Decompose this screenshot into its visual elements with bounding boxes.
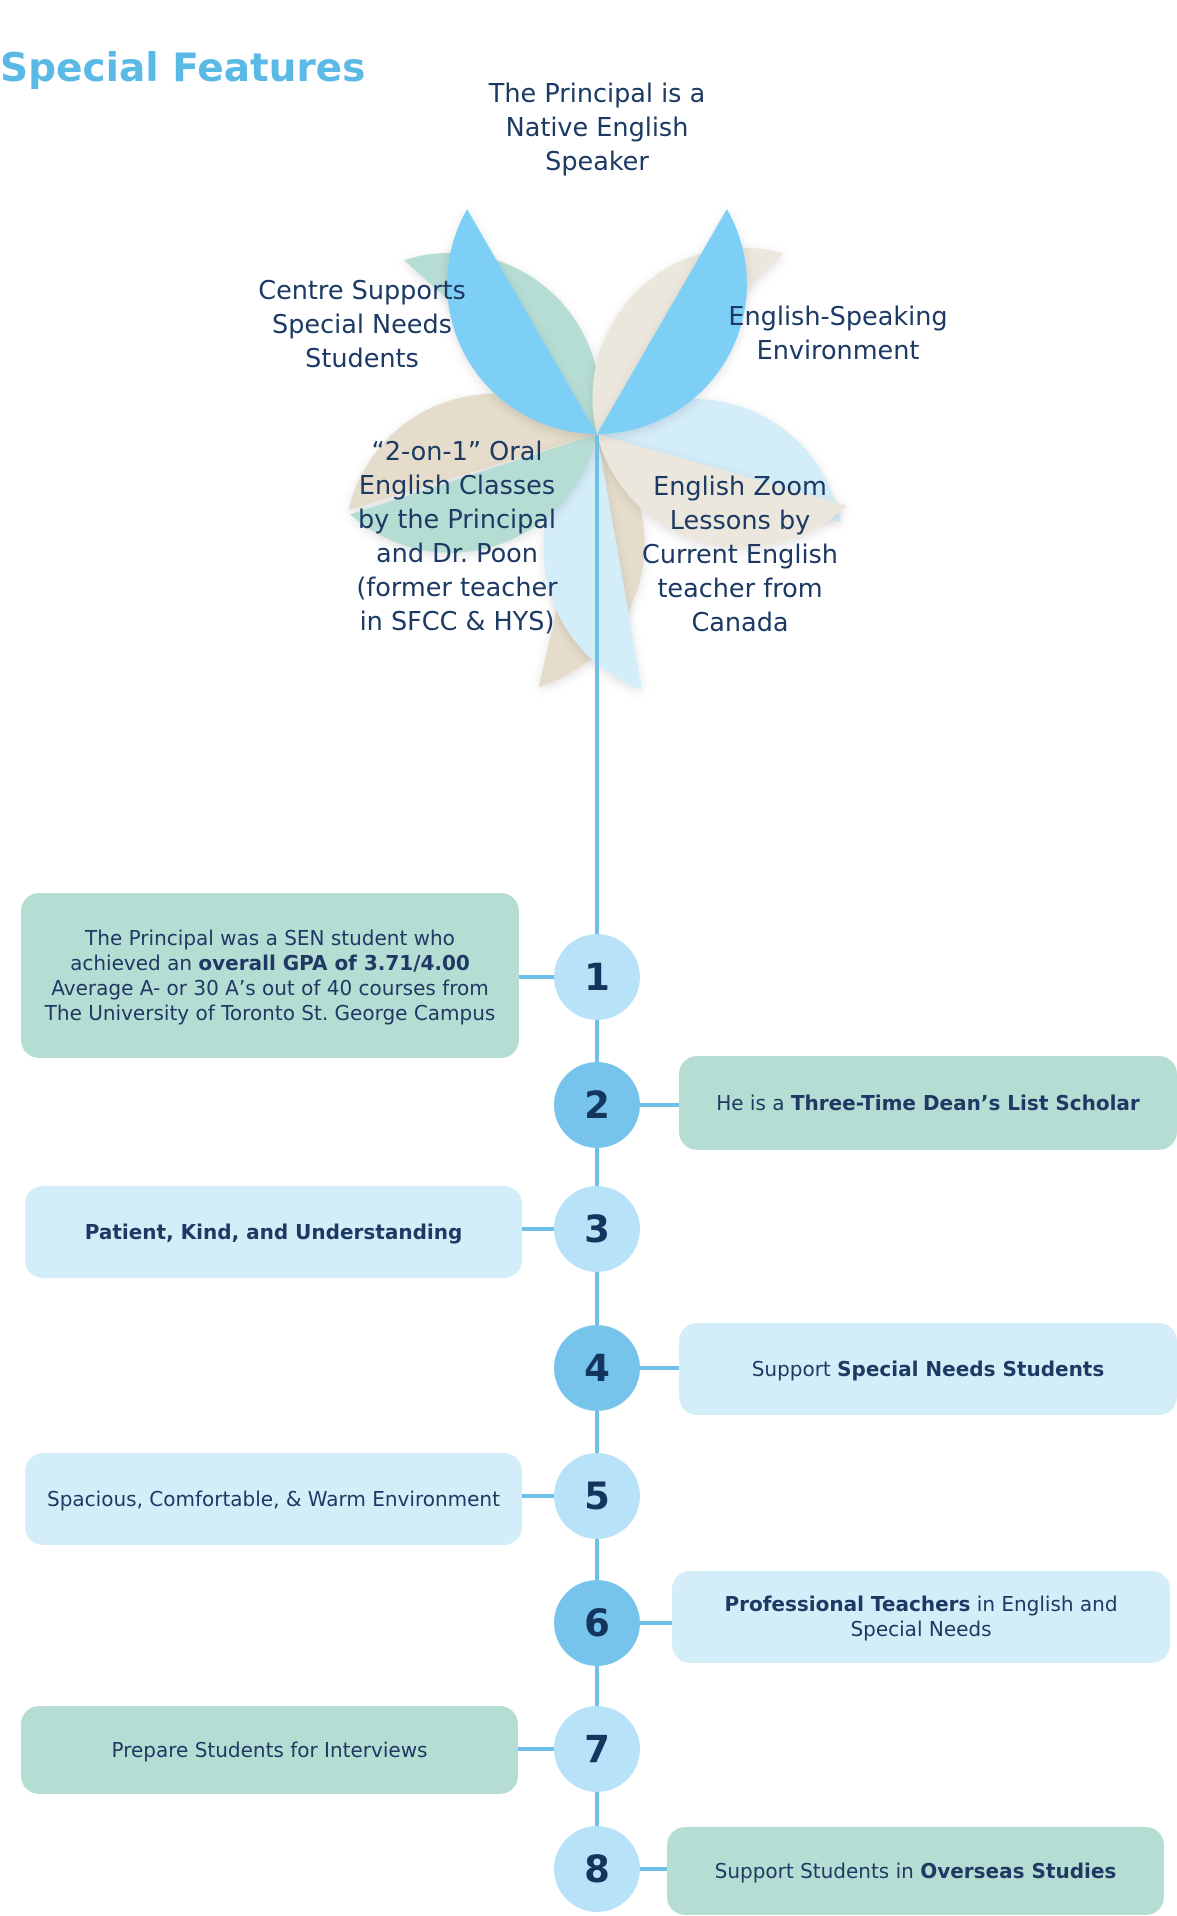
petal-line: Current English (642, 540, 838, 570)
petal-line: and Dr. Poon (376, 539, 538, 569)
card-text: in English and (970, 1592, 1118, 1616)
petal-line: The Principal is a (488, 79, 706, 109)
card-text-bold: Professional Teachers (724, 1592, 971, 1616)
card-line: He is a Three-Time Dean’s List Scholar (716, 1091, 1140, 1116)
petal-line: English Zoom (653, 472, 827, 502)
petal-line: “2-on-1” Oral (371, 437, 543, 467)
petal-top-shape (447, 209, 747, 435)
card-text-bold: Three-Time Dean’s List Scholar (790, 1090, 1140, 1115)
step-number-2: 2 (554, 1062, 640, 1148)
card-text: Average A- or 30 A’s out of 40 courses f… (51, 975, 489, 1000)
card-text: Support Students in (714, 1858, 921, 1883)
petal-line: Special Needs (272, 310, 452, 340)
step-number-8: 8 (554, 1826, 640, 1912)
card-text-bold: Patient, Kind, and Understanding (84, 1219, 463, 1244)
card-text-bold: Overseas Studies (920, 1858, 1117, 1883)
page-title: Special Features (0, 46, 366, 91)
stem-line (595, 435, 599, 1885)
card-text: Prepare Students for Interviews (111, 1737, 428, 1762)
feature-card-4: Support Special Needs Students (679, 1323, 1177, 1415)
card-line: Patient, Kind, and Understanding (85, 1220, 463, 1245)
card-line: Prepare Students for Interviews (112, 1738, 428, 1763)
card-text-bold: Special Needs Students (837, 1356, 1105, 1381)
card-line: Average A- or 30 A’s out of 40 courses f… (45, 976, 496, 1001)
petal-line: Students (305, 344, 419, 374)
petal-line: Lessons by (669, 506, 811, 536)
petal-line: Centre Supports (258, 276, 466, 306)
petal-line: in SFCC & HYS) (359, 607, 555, 637)
feature-card-5: Spacious, Comfortable, & Warm Environmen… (25, 1453, 522, 1545)
card-line: Special Needs (724, 1617, 1117, 1642)
step-number-3: 3 (554, 1186, 640, 1272)
card-line: achieved an overall GPA of 3.71/4.00 (45, 951, 496, 976)
flower-diagram (348, 209, 847, 690)
feature-card-7: Prepare Students for Interviews (21, 1706, 518, 1794)
card-line: The Principal was a SEN student who (45, 926, 496, 951)
step-number-6: 6 (554, 1580, 640, 1666)
petal-line: Environment (756, 336, 920, 366)
card-line: The University of Toronto St. George Cam… (45, 1001, 496, 1026)
card-text: He is a (716, 1090, 791, 1115)
feature-card-3: Patient, Kind, and Understanding (25, 1186, 522, 1278)
petal-left-shape (349, 252, 601, 553)
feature-card-8: Support Students in Overseas Studies (667, 1827, 1164, 1915)
card-text: The University of Toronto St. George Cam… (44, 1000, 496, 1025)
petal-line: Native English (505, 113, 689, 143)
card-text: Spacious, Comfortable, & Warm Environmen… (47, 1486, 500, 1511)
step-number-4: 4 (554, 1325, 640, 1411)
feature-card-2: He is a Three-Time Dean’s List Scholar (679, 1056, 1177, 1150)
petal-line: (former teacher (356, 573, 558, 603)
card-line: Professional Teachers in English and (724, 1592, 1117, 1617)
step-number-5: 5 (554, 1453, 640, 1539)
card-text: Support (751, 1356, 838, 1381)
petal-line: Canada (691, 608, 789, 638)
petal-right-shape (592, 247, 847, 548)
petal-line: Speaker (545, 147, 649, 177)
card-line: Spacious, Comfortable, & Warm Environmen… (47, 1487, 500, 1512)
card-text-bold: overall GPA of 3.71/4.00 (198, 950, 470, 975)
petal-line: teacher from (657, 574, 823, 604)
card-line: Support Special Needs Students (752, 1357, 1105, 1382)
step-number-7: 7 (554, 1706, 640, 1792)
card-line: Support Students in Overseas Studies (715, 1859, 1117, 1884)
petal-bottom-right-shape (543, 398, 842, 690)
card-text: achieved an (70, 950, 199, 975)
petal-line: English Classes (358, 471, 556, 501)
petal-line: English-Speaking (728, 302, 948, 332)
card-text: The Principal was a SEN student who (85, 925, 455, 950)
card-text: Special Needs (850, 1617, 992, 1641)
step-number-1: 1 (554, 934, 640, 1020)
petal-line: by the Principal (358, 505, 556, 535)
